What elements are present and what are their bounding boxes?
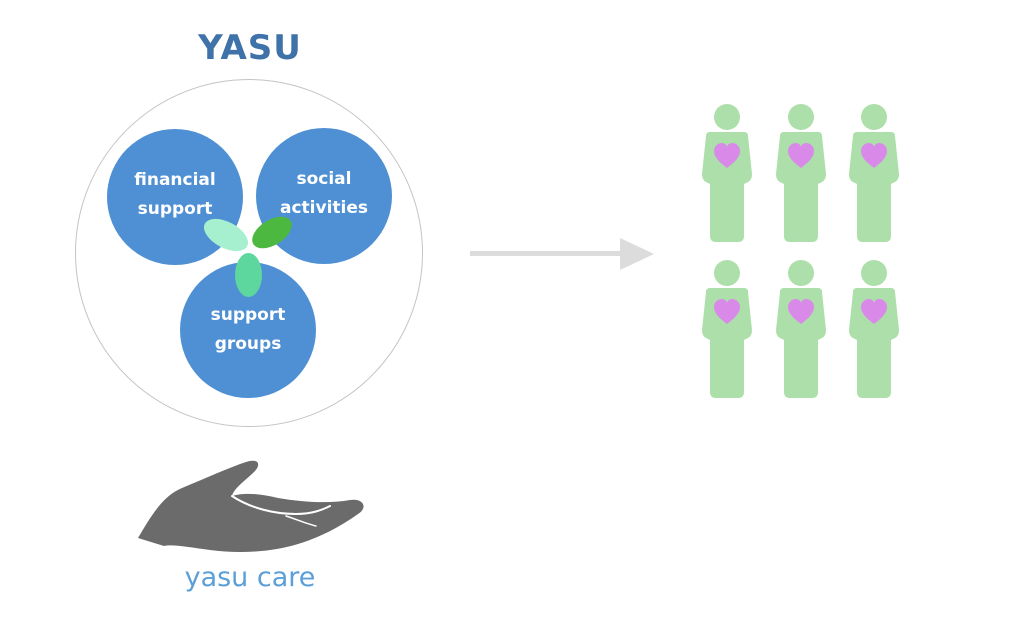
person-with-heart-icon — [702, 260, 752, 398]
person-with-heart-icon — [849, 260, 899, 398]
yasu-circle — [75, 79, 423, 427]
yasu-care-caption: yasu care — [184, 562, 316, 593]
person-with-heart-icon — [849, 104, 899, 242]
person-with-heart-icon — [702, 104, 752, 242]
person-with-heart-icon — [776, 104, 826, 242]
support-groups-bubble: support groups — [180, 262, 316, 398]
open-hand-icon — [138, 460, 364, 552]
leaf-mid-icon — [235, 253, 262, 297]
person-with-heart-icon — [776, 260, 826, 398]
diagram-title: YASU — [198, 28, 302, 68]
right-arrow-icon — [470, 238, 654, 270]
